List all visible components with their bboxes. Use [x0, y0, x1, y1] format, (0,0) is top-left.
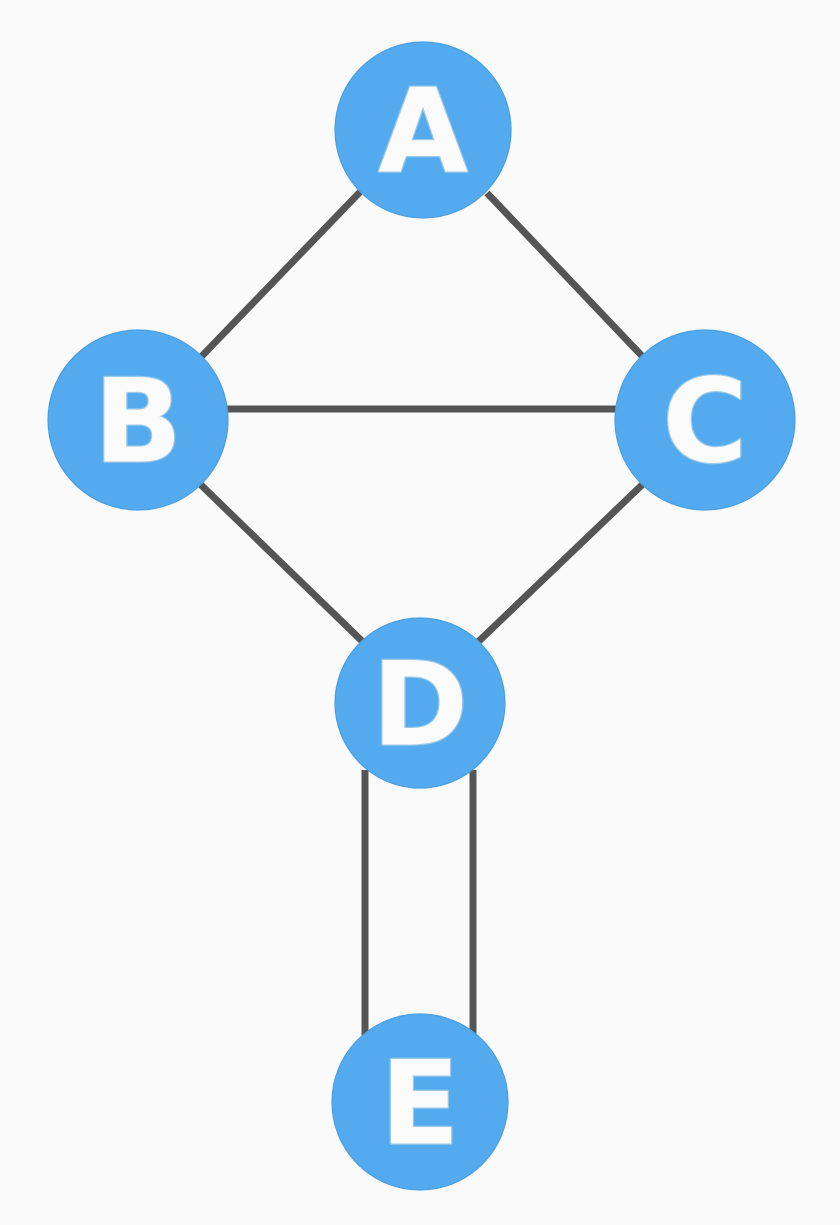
graph-node-c[interactable]: C: [614, 329, 796, 511]
graph-node-label-e: E: [380, 1037, 459, 1172]
graph-node-circle-c[interactable]: [614, 329, 796, 511]
graph-node-a[interactable]: A: [334, 41, 512, 219]
graph-node-label-d: D: [372, 638, 468, 773]
graph-node-b[interactable]: B: [47, 329, 229, 511]
graph-node-label-a: A: [378, 65, 468, 200]
graph-node-circle-d[interactable]: [334, 617, 506, 789]
graph-node-e[interactable]: E: [331, 1013, 509, 1191]
edges-layer: [197, 189, 646, 1035]
graph-node-circle-a[interactable]: [334, 41, 512, 219]
graph-edge-a-b[interactable]: [198, 189, 363, 360]
graph-edge-a-c[interactable]: [484, 190, 646, 360]
graph-node-circle-e[interactable]: [331, 1013, 509, 1191]
graph-edge-b-d[interactable]: [197, 481, 366, 645]
graph-node-circle-b[interactable]: [47, 329, 229, 511]
graph-node-label-b: B: [94, 355, 182, 490]
graph-node-label-c: C: [662, 355, 747, 490]
graph-node-d[interactable]: D: [334, 617, 506, 789]
nodes-layer: A B C D E: [47, 41, 796, 1191]
graph-edge-c-d[interactable]: [475, 481, 646, 645]
